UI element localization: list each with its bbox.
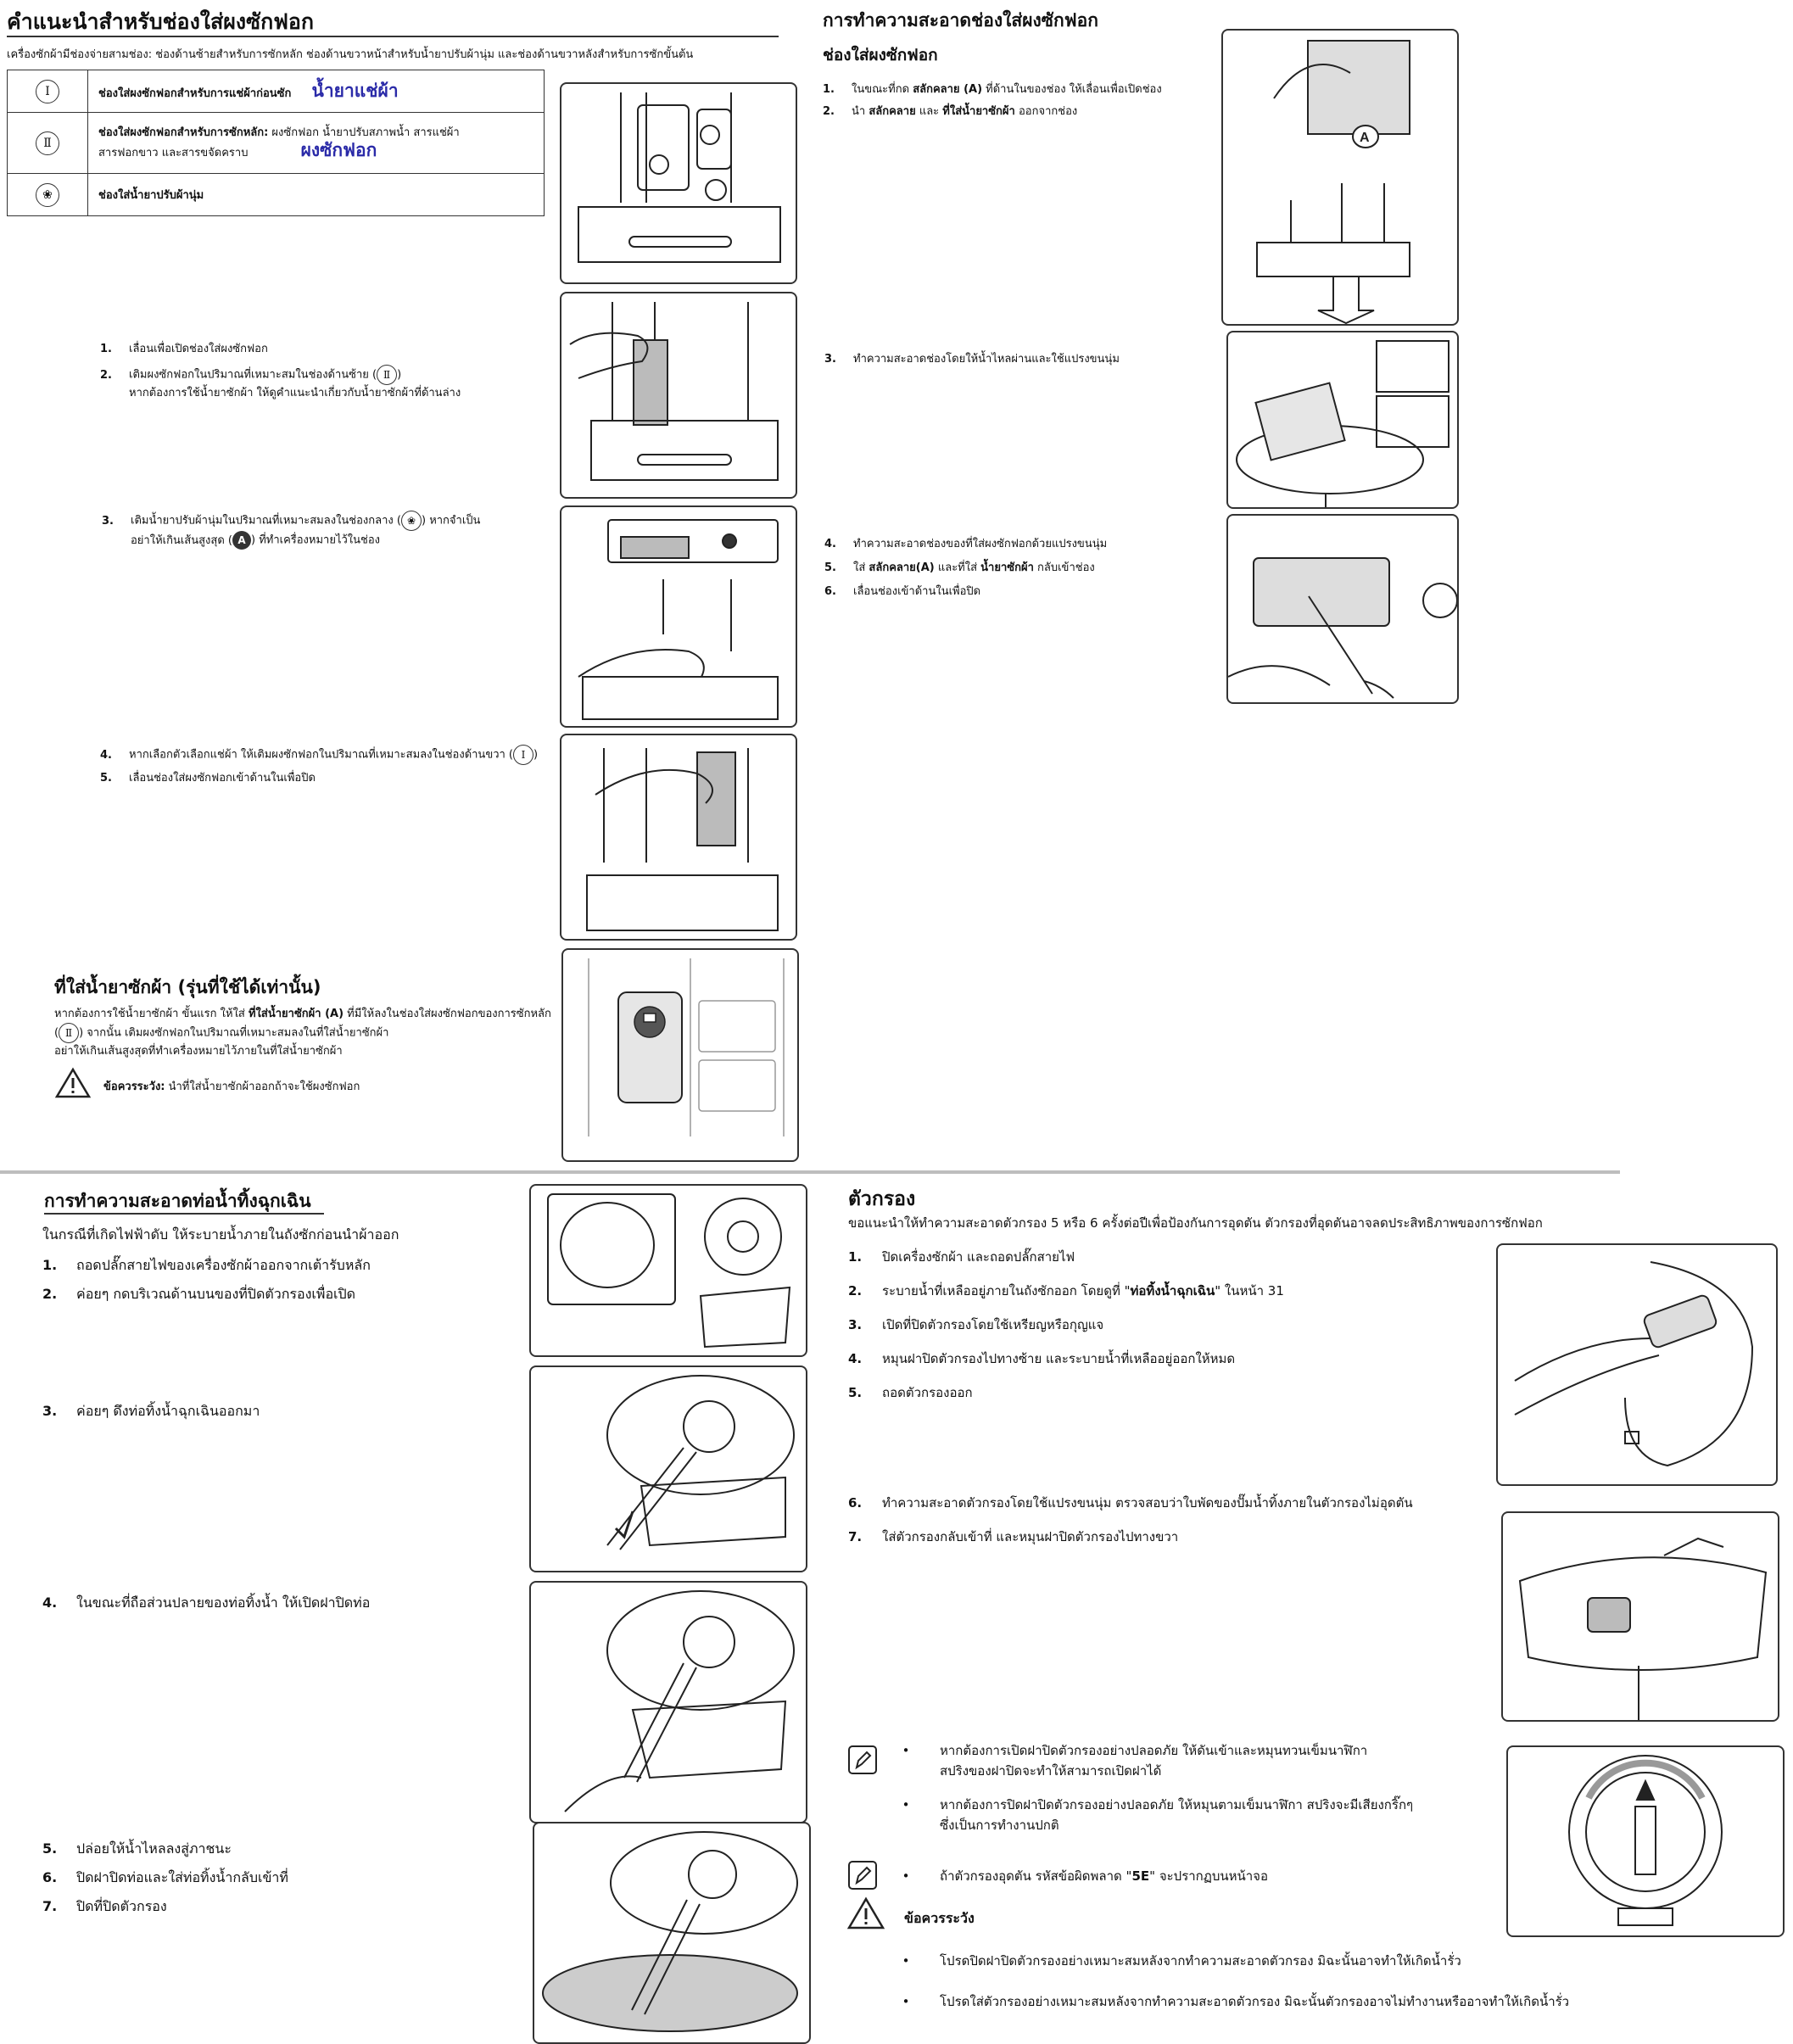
list-item: 5.ถอดตัวกรองออก — [848, 1385, 973, 1400]
filter-cap-rotation-illustration — [1506, 1745, 1785, 1937]
step-list: 1.เลื่อนเพื่อเปิดช่องใส่ผงซักฟอก 2.เติมผ… — [100, 341, 461, 402]
title-underline — [7, 36, 779, 37]
mainwash-symbol-icon: Ⅱ — [59, 1023, 80, 1043]
list-item: 6.เลื่อนช่องเข้าด้านในเพื่อปิด — [824, 585, 981, 598]
label-a: A — [1360, 131, 1370, 145]
open-hose-cap-illustration — [529, 1581, 807, 1823]
list-item: 2.นำ สลักคลาย และ ที่ใส่น้ำยาซักผ้า ออกจ… — [823, 105, 1078, 118]
list-item: 4.ทำความสะอาดช่องของที่ใส่ผงซักฟอกด้วยแป… — [824, 538, 1108, 550]
list-item: 1.ถอดปลั๊กสายไฟของเครื่องซักผ้าออกจากเต้… — [42, 1257, 371, 1273]
intro-text: ในกรณีที่เกิดไฟฟ้าดับ ให้ระบายน้ำภายในถั… — [42, 1226, 399, 1243]
prewash-symbol-icon: Ⅰ — [36, 79, 59, 103]
intro-text: เครื่องซักผ้ามีช่องจ่ายสามช่อง: ช่องด้าน… — [7, 48, 694, 61]
note-pencil-icon — [848, 1861, 877, 1890]
section-title-filter: ตัวกรอง — [848, 1188, 916, 1210]
subtitle-dispenser: ช่องใส่ผงซักฟอก — [823, 46, 938, 64]
rinse-dispenser-illustration — [1226, 331, 1459, 509]
section-title-emergency-drain: การทำความสะอาดท่อน้ำทิ้งฉุกเฉิน — [44, 1191, 311, 1211]
legend-row: Ⅱ ช่องใส่ผงซักฟอกสำหรับการซักหลัก: ผงซัก… — [7, 112, 545, 174]
legend-text: ผงซักฟอก น้ำยาปรับสภาพน้ำ สารแช่ผ้า — [268, 126, 460, 139]
page-divider — [0, 1170, 1620, 1174]
liquid-detergent-text: หากต้องการใช้น้ำยาซักผ้า ขั้นแรก ให้ใส่ … — [54, 1008, 551, 1058]
list-item: 2.เติมผงซักฟอกในปริมาณที่เหมาะสมในช่องด้… — [100, 365, 461, 402]
legend-text-bold: ช่องใส่ผงซักฟอกสำหรับการซักหลัก: — [98, 126, 269, 139]
title-underline — [44, 1213, 324, 1215]
list-item: 3.เติมน้ำยาปรับผ้านุ่มในปริมาณที่เหมาะสม… — [102, 511, 480, 550]
list-item: 3.ทำความสะอาดช่องโดยให้น้ำไหลผ่านและใช้แ… — [824, 353, 1120, 366]
list-item: 5.ปล่อยให้น้ำไหลลงสู่ภาชนะ — [42, 1840, 232, 1857]
list-item: 7.ใส่ตัวกรองกลับเข้าที่ และหมุนฝาปิดตัวก… — [848, 1529, 1179, 1544]
drawer-compartments-illustration — [560, 82, 797, 284]
pull-drain-hose-illustration — [529, 1365, 807, 1572]
brush-recess-illustration — [1226, 514, 1459, 704]
legend-text: ช่องใส่ผงซักฟอกสำหรับการแช่ผ้าก่อนซัก — [98, 87, 292, 100]
caution-title: ข้อควรระวัง — [904, 1910, 975, 1926]
clean-filter-sink-illustration — [1501, 1511, 1779, 1722]
caution-text: ข้อควรระวัง: นำที่ใส่น้ำยาซักผ้าออกถ้าจะ… — [103, 1081, 360, 1093]
list-item: 4.หากเลือกตัวเลือกแช่ผ้า ให้เติมผงซักฟอก… — [100, 745, 538, 765]
list-item: 4.หมุนฝาปิดตัวกรองไปทางซ้าย และระบายน้ำท… — [848, 1351, 1236, 1366]
legend-text: ช่องใส่น้ำยาปรับผ้านุ่ม — [98, 189, 204, 202]
list-item: 5.ใส่ สลักคลาย(A) และที่ใส่ น้ำยาซักผ้า … — [824, 561, 1095, 574]
liquid-detergent-title: ที่ใส่น้ำยาซักผ้า (รุ่นที่ใช้ได้เท่านั้น… — [54, 977, 321, 997]
legend-tag: น้ำยาแช่ผ้า — [311, 81, 399, 101]
list-item: 3.เปิดที่ปิดตัวกรองโดยใช้เหรียญหรือกุญแจ — [848, 1317, 1104, 1332]
list-item: 4.ในขณะที่ถือส่วนปลายของท่อทิ้งน้ำ ให้เป… — [42, 1594, 371, 1611]
list-item: •หากต้องการปิดฝาปิดตัวกรองอย่างปลอดภัย ใ… — [902, 1797, 1414, 1812]
fill-detergent-illustration — [560, 292, 797, 499]
drain-into-container-illustration — [533, 1822, 811, 2044]
list-item: 2.ค่อยๆ กดบริเวณด้านบนของที่ปิดตัวกรองเพ… — [42, 1286, 356, 1302]
prewash-symbol-icon: Ⅰ — [513, 745, 534, 765]
caution-list: •โปรดปิดฝาปิดตัวกรองอย่างเหมาะสมหลังจากท… — [889, 1951, 1570, 2012]
compartment-legend-table: Ⅰ ช่องใส่ผงซักฟอกสำหรับการแช่ผ้าก่อนซัก … — [7, 70, 545, 216]
list-item: 1.ปิดเครื่องซักผ้า และถอดปลั๊กสายไฟ — [848, 1249, 1075, 1265]
step-list: 6.ทำความสะอาดตัวกรองโดยใช้แปรงขนนุ่ม ตรว… — [848, 1493, 1413, 1547]
legend-tag: ผงซักฟอก — [300, 139, 377, 160]
release-lever-illustration: A — [1221, 29, 1459, 326]
warning-triangle-icon — [54, 1067, 92, 1098]
mainwash-symbol-icon: Ⅱ — [377, 365, 398, 385]
list-item: •ถ้าตัวกรองอุดตัน รหัสข้อผิดพลาด "5E" จะ… — [902, 1868, 1268, 1884]
list-item: •โปรดปิดฝาปิดตัวกรองอย่างเหมาะสมหลังจากท… — [902, 1953, 1461, 1969]
step-list: 1.ถอดปลั๊กสายไฟของเครื่องซักผ้าออกจากเต้… — [42, 1255, 371, 1304]
list-item: •หากต้องการเปิดฝาปิดตัวกรองอย่างปลอดภัย … — [902, 1743, 1368, 1758]
list-item: •โปรดใส่ตัวกรองอย่างเหมาะสมหลังจากทำความ… — [902, 1994, 1570, 2009]
list-item: 6.ปิดฝาปิดท่อและใส่ท่อทิ้งน้ำกลับเข้าที่ — [42, 1869, 288, 1885]
softener-symbol-icon: ❀ — [36, 182, 59, 207]
remove-filter-illustration — [1496, 1243, 1778, 1486]
warning-triangle-icon — [846, 1896, 885, 1930]
note-list: •หากต้องการเปิดฝาปิดตัวกรองอย่างปลอดภัย … — [889, 1740, 1414, 1835]
step-list: 5.ปล่อยให้น้ำไหลลงสู่ภาชนะ 6.ปิดฝาปิดท่อ… — [42, 1839, 288, 1917]
list-item: 1.เลื่อนเพื่อเปิดช่องใส่ผงซักฟอก — [100, 343, 268, 355]
step-list: 1.ในขณะที่กด สลักคลาย (A) ที่ด้านในของช่… — [823, 81, 1162, 120]
intro-text: ขอแนะนำให้ทำความสะอาดตัวกรอง 5 หรือ 6 คร… — [848, 1215, 1543, 1231]
step-list: 4.ทำความสะอาดช่องของที่ใส่ผงซักฟอกด้วยแป… — [824, 536, 1107, 600]
mainwash-symbol-icon: Ⅱ — [36, 131, 59, 155]
liquid-detergent-box-illustration — [561, 948, 799, 1162]
list-item: 3.ค่อยๆ ดึงท่อทิ้งน้ำฉุกเฉินออกมา — [42, 1403, 260, 1419]
legend-row: ❀ ช่องใส่น้ำยาปรับผ้านุ่ม — [7, 173, 545, 216]
list-item: 1.ในขณะที่กด สลักคลาย (A) ที่ด้านในของช่… — [823, 83, 1162, 96]
legend-row: Ⅰ ช่องใส่ผงซักฟอกสำหรับการแช่ผ้าก่อนซัก … — [7, 70, 545, 113]
fill-softener-illustration — [560, 505, 797, 728]
list-item: 6.ทำความสะอาดตัวกรองโดยใช้แปรงขนนุ่ม ตรว… — [848, 1495, 1413, 1511]
open-filter-cover-illustration — [529, 1184, 807, 1357]
list-item: 5.เลื่อนช่องใส่ผงซักฟอกเข้าด้านในเพื่อปิ… — [100, 772, 316, 785]
note-pencil-icon — [848, 1745, 877, 1774]
section-title-detergent-guide: คำแนะนำสำหรับช่องใส่ผงซักฟอก — [7, 9, 315, 34]
max-line-a-icon: A — [232, 531, 251, 550]
step-list: 1.ปิดเครื่องซักผ้า และถอดปลั๊กสายไฟ 2.ระ… — [848, 1247, 1284, 1403]
legend-text-line2: สารฟอกขาว และสารขจัดคราบ — [98, 146, 249, 159]
softener-symbol-icon: ❀ — [400, 511, 422, 531]
fill-prewash-illustration — [560, 734, 797, 941]
list-item: 7.ปิดที่ปิดตัวกรอง — [42, 1898, 167, 1914]
step-list: 4.หากเลือกตัวเลือกแช่ผ้า ให้เติมผงซักฟอก… — [100, 745, 538, 787]
section-title-cleaning-dispenser: การทำความสะอาดช่องใส่ผงซักฟอก — [823, 10, 1098, 31]
list-item: 2.ระบายน้ำที่เหลืออยู่ภายในถังซักออก โดย… — [848, 1283, 1284, 1298]
